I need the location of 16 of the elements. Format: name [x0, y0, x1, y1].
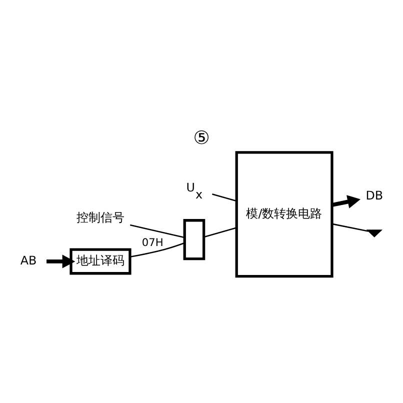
node-text: DB: [366, 188, 384, 202]
node-box: 模/数转换电路: [235, 151, 334, 278]
node-ground: [366, 230, 382, 238]
arrow: [332, 195, 360, 208]
node-text: 控制信号: [76, 210, 124, 224]
node-box: [183, 219, 206, 260]
connector: [212, 194, 237, 202]
edge-label: 07H: [142, 237, 164, 250]
connector: [130, 242, 185, 258]
arrow: [46, 254, 76, 268]
node-box: 地址译码: [70, 248, 132, 275]
node-text: AB: [20, 253, 37, 268]
diagram-title: ⑤: [193, 128, 210, 150]
connector: [332, 223, 368, 232]
connector: [204, 227, 237, 238]
connector: [130, 224, 185, 238]
